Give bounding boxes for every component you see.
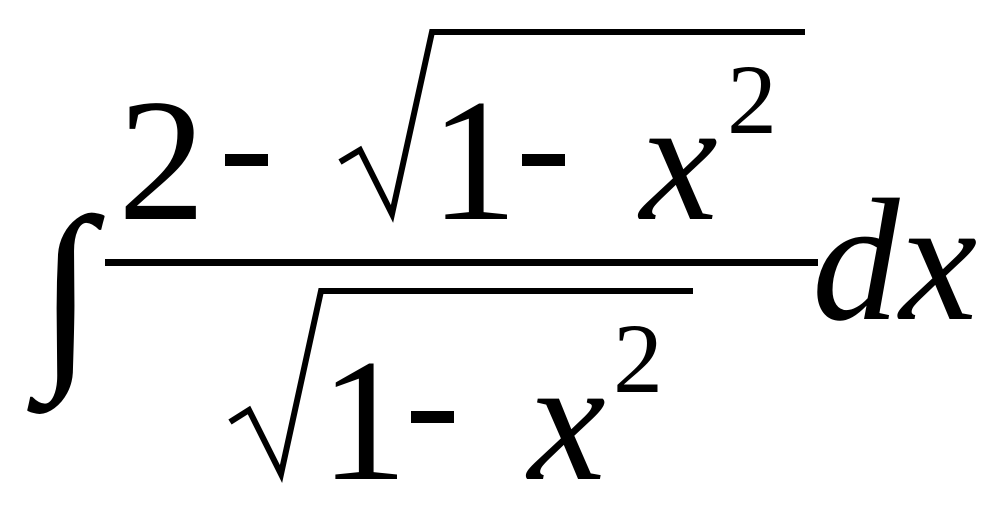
- numerator-root-variable: x: [640, 63, 718, 257]
- integral-sign: ∫: [38, 177, 95, 404]
- fraction-bar: [105, 259, 818, 266]
- denominator-root-variable: x: [528, 323, 606, 517]
- denominator-root-exponent: 2: [613, 303, 663, 414]
- denominator-root-one: 1: [320, 323, 408, 517]
- radical-signs: [228, 29, 805, 483]
- integral-formula: ∫ 2 1 x 2 1 x 2 dx: [38, 29, 978, 517]
- differential: dx: [812, 163, 978, 357]
- numerator-minus-sign: [225, 154, 268, 166]
- numerator-radical: [338, 29, 805, 223]
- numerator-root-minus-sign: [522, 154, 565, 166]
- numerator-root-exponent: 2: [727, 44, 777, 155]
- numerator-root-one: 1: [430, 63, 518, 257]
- denominator-minus-sign: [411, 411, 454, 423]
- denominator-radical: [228, 288, 693, 483]
- numerator-constant: 2: [118, 63, 206, 257]
